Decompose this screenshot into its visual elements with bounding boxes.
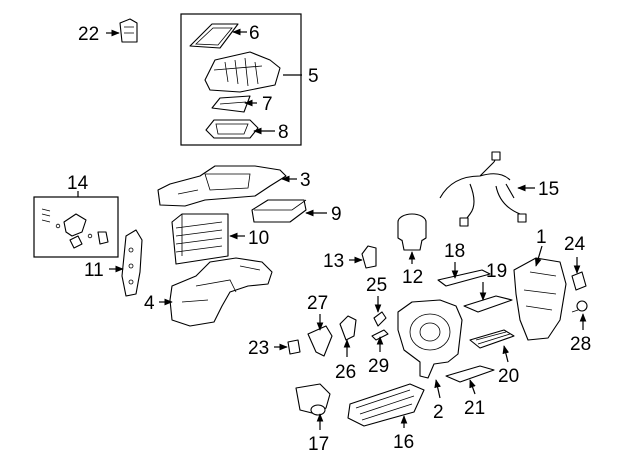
callout-5: 5 <box>308 66 319 87</box>
callout-12: 12 <box>402 267 423 288</box>
callout-labels: 22 6 5 7 8 3 9 10 14 11 4 13 12 15 18 1 … <box>67 23 591 455</box>
part-2-blower-case <box>397 299 463 379</box>
callout-26: 26 <box>335 362 356 383</box>
group-frame-14 <box>33 196 119 258</box>
part-10-evaporator <box>171 213 229 265</box>
callout-21: 21 <box>464 398 485 419</box>
part-14-actuator-kit <box>41 208 109 249</box>
part-8-tray <box>205 119 259 139</box>
part-7-door <box>211 95 251 113</box>
callout-17: 17 <box>308 434 329 455</box>
part-17-bracket <box>295 383 331 416</box>
callout-9: 9 <box>331 204 342 225</box>
callout-27: 27 <box>307 293 328 314</box>
callout-10: 10 <box>248 228 269 249</box>
part-26-actuator <box>339 315 357 341</box>
part-18-door <box>437 269 491 287</box>
callout-4: 4 <box>144 293 155 314</box>
part-28-screw <box>571 300 588 313</box>
callout-6: 6 <box>249 23 260 44</box>
callout-22: 22 <box>78 24 99 45</box>
callout-2: 2 <box>433 402 444 423</box>
callout-25: 25 <box>366 275 387 296</box>
part-22-connector <box>119 18 138 43</box>
part-12-blower-motor <box>397 213 427 251</box>
part-24-actuator <box>571 271 587 291</box>
part-3-upper-case <box>157 165 287 207</box>
callout-13: 13 <box>323 251 344 272</box>
part-6-seal <box>189 23 239 49</box>
callout-11: 11 <box>84 260 104 281</box>
callout-28: 28 <box>570 334 591 355</box>
part-blower-upper-case <box>204 51 281 93</box>
callout-14: 14 <box>67 173 89 194</box>
part-19-door <box>463 295 513 313</box>
callout-7: 7 <box>262 94 273 115</box>
callout-8: 8 <box>278 122 289 143</box>
group-frame-5 <box>180 13 302 146</box>
part-16-heater-core <box>347 383 425 427</box>
callout-19: 19 <box>486 261 507 282</box>
part-29-link <box>371 329 389 341</box>
part-15-wire-harness <box>439 151 527 227</box>
part-13-sensor <box>361 245 377 269</box>
part-27-duct <box>307 325 333 357</box>
part-4-lower-case <box>169 257 273 327</box>
callout-3: 3 <box>300 170 311 191</box>
part-21-door <box>445 365 495 383</box>
part-1-case-right <box>513 257 567 341</box>
part-25-link <box>373 311 387 327</box>
callout-16: 16 <box>393 432 414 453</box>
callout-18: 18 <box>444 241 465 262</box>
callout-29: 29 <box>368 356 389 377</box>
part-9-cabin-filter <box>251 199 307 223</box>
callout-24: 24 <box>564 234 586 255</box>
part-20-filter <box>469 329 515 349</box>
leader-lines <box>77 28 587 430</box>
callout-1: 1 <box>536 227 547 248</box>
callout-15: 15 <box>538 179 559 200</box>
callout-20: 20 <box>498 366 519 387</box>
part-11-seal-plate <box>121 229 143 297</box>
part-23-sensor <box>287 339 301 355</box>
callout-23: 23 <box>248 338 269 359</box>
